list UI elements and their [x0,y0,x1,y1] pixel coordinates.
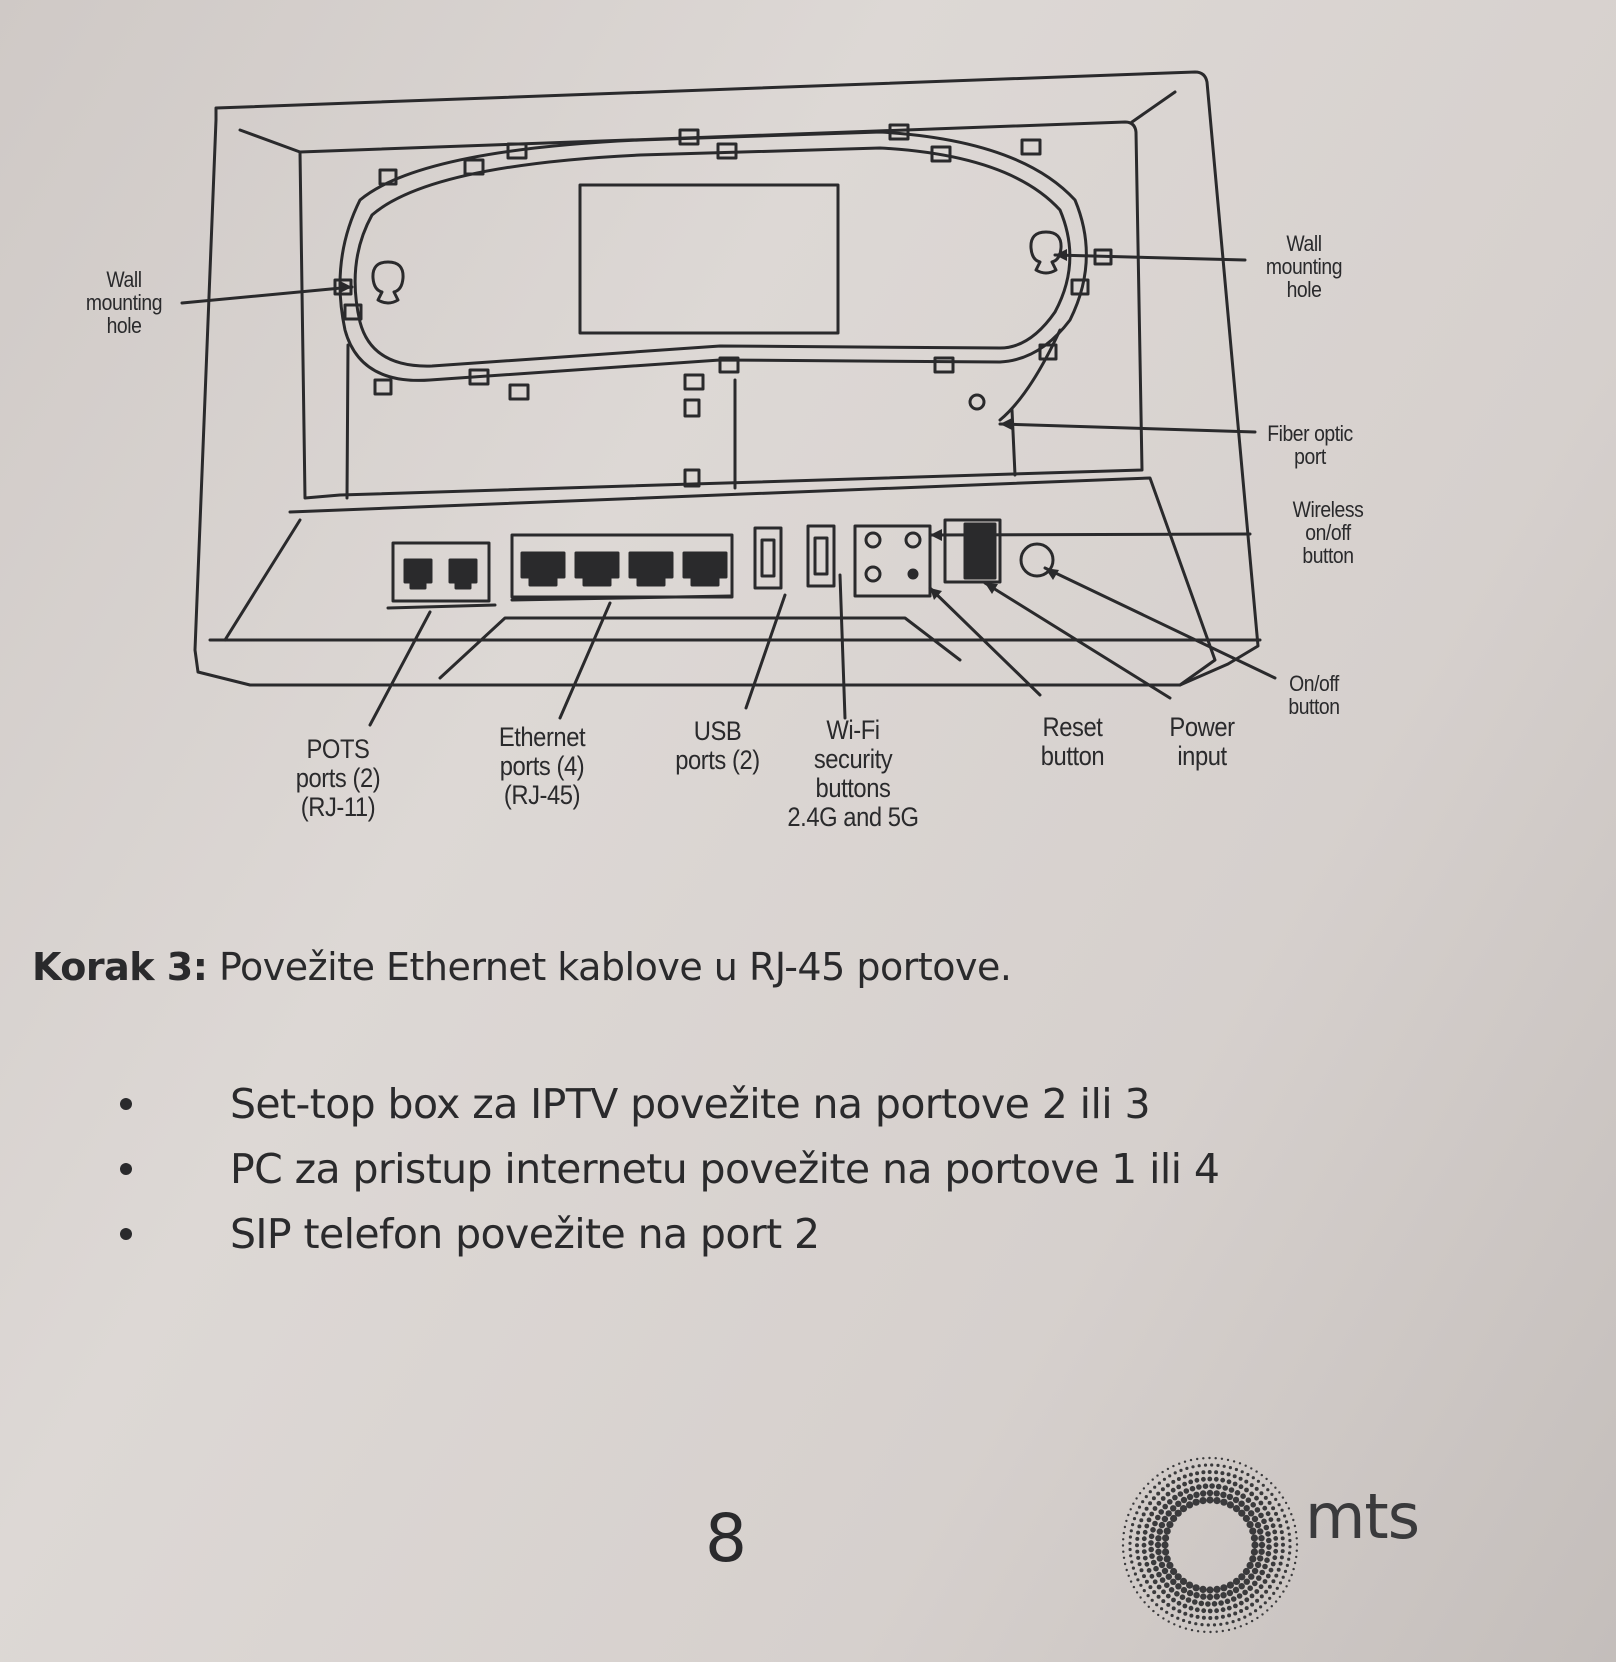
bullet-icon [120,1228,132,1240]
step-prefix: Korak 3: [32,945,208,989]
router-back-panel-diagram [180,70,1277,727]
mts-sunburst-logo-icon [1121,1456,1299,1634]
page-number: 8 [705,1500,747,1577]
brand-name: mts [1305,1480,1420,1553]
step-heading: Korak 3: Povežite Ethernet kablove u RJ-… [32,945,1012,989]
step-text: Povežite Ethernet kablove u RJ-45 portov… [207,945,1012,989]
bullet-icon [120,1163,132,1175]
bullet-icon [120,1098,132,1110]
